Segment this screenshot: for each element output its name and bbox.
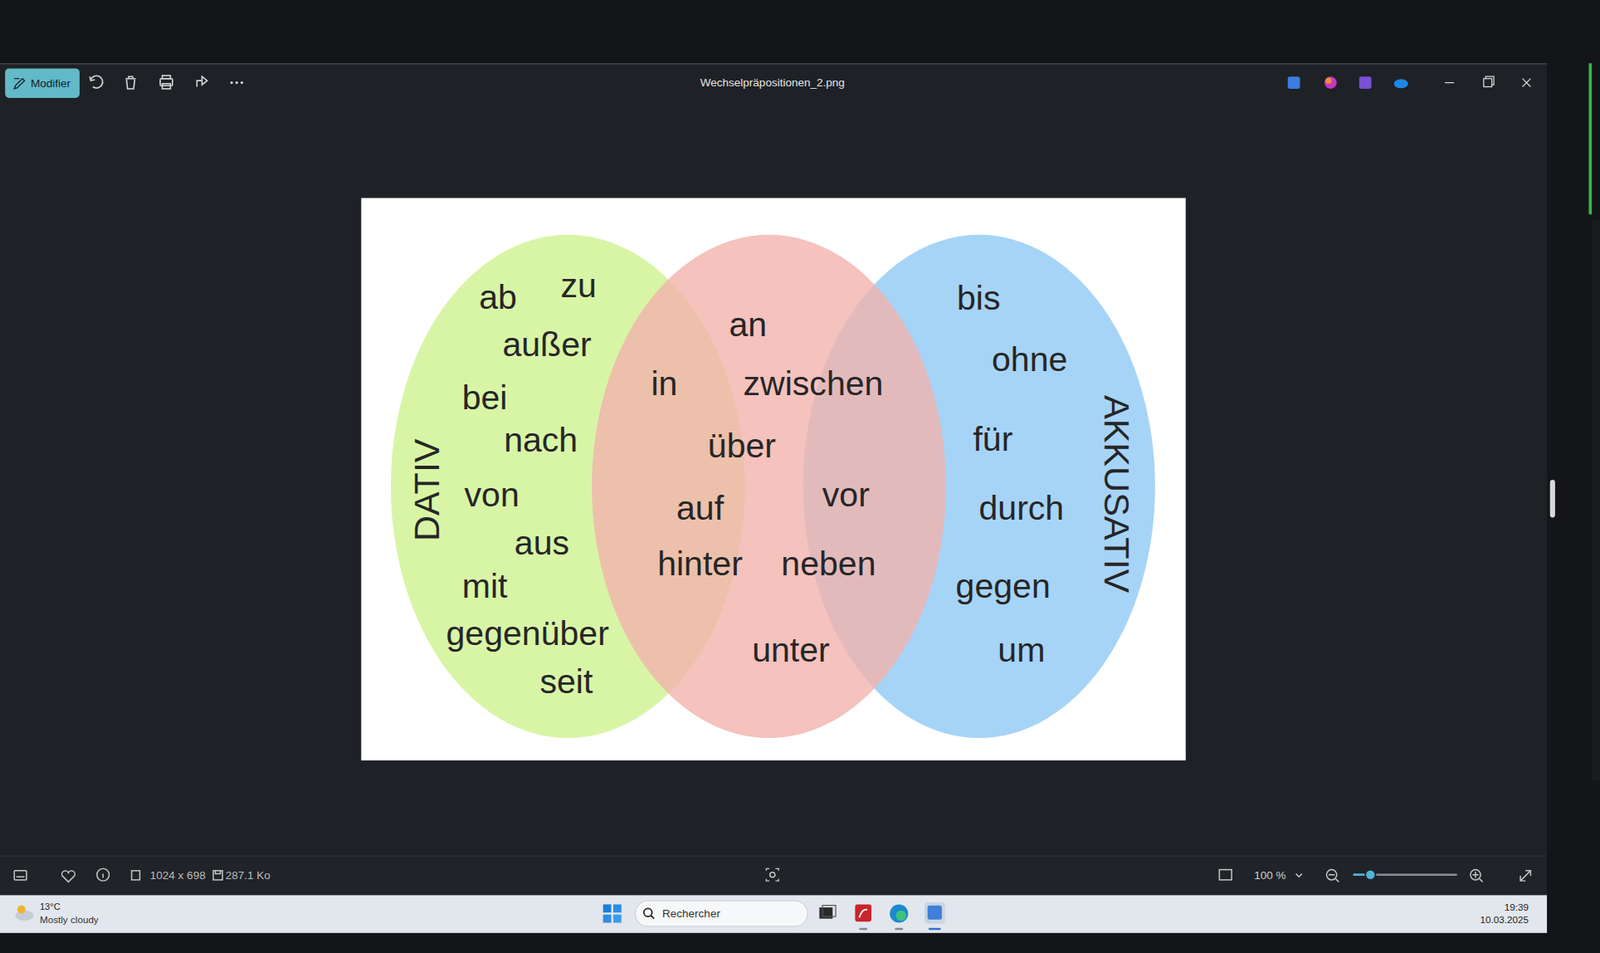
preposition: mit [462, 568, 508, 603]
temperature: 13°C [39, 902, 61, 913]
preposition: nach [503, 422, 578, 457]
preposition: bei [462, 380, 508, 415]
image-dimensions: 1024 x 698 [150, 869, 206, 882]
preposition: in [650, 366, 678, 401]
preposition: hinter [657, 546, 743, 581]
preposition: zwischen [743, 366, 884, 401]
preposition: seit [539, 664, 593, 699]
zoom-level: 100 % [1253, 869, 1286, 882]
preposition: gegenüber [446, 616, 610, 651]
preposition: um [997, 633, 1045, 668]
preposition: aus [514, 526, 570, 561]
case-heading: DATIV [408, 438, 444, 542]
preposition: durch [978, 491, 1064, 526]
window-title: Wechselpräpositionen_2.png [700, 77, 845, 89]
clock-time: 19:39 [1504, 902, 1529, 913]
weather-text: Mostly cloudy [39, 914, 99, 925]
preposition: unter [751, 633, 830, 668]
preposition: bis [956, 281, 1000, 316]
preposition: ohne [991, 341, 1068, 376]
case-heading: AKKUSATIV [1099, 395, 1136, 593]
preposition: für [972, 421, 1013, 456]
preposition: ab [478, 279, 518, 314]
preposition: von [464, 478, 520, 513]
button-label: Modifier [30, 77, 71, 89]
preposition: an [728, 307, 767, 342]
preposition: über [707, 429, 776, 464]
preposition: gegen [956, 568, 1051, 603]
clock-date: 10.03.2025 [1479, 914, 1528, 925]
file-size: 287.1 Ko [225, 869, 271, 882]
edit-button: Modifier [4, 68, 80, 98]
preposition: vor [822, 478, 870, 513]
pencil-icon [13, 77, 26, 90]
wechsel-ellipse: an in zwischen über auf vor hinter neben unter [591, 234, 947, 738]
search-icon [643, 907, 656, 920]
search-placeholder: Rechercher [662, 907, 721, 920]
search-box: Rechercher [634, 899, 809, 927]
preposition: auf [676, 491, 724, 526]
preposition: außer [502, 327, 591, 362]
preposition: zu [560, 268, 596, 303]
preposition: neben [780, 546, 876, 581]
